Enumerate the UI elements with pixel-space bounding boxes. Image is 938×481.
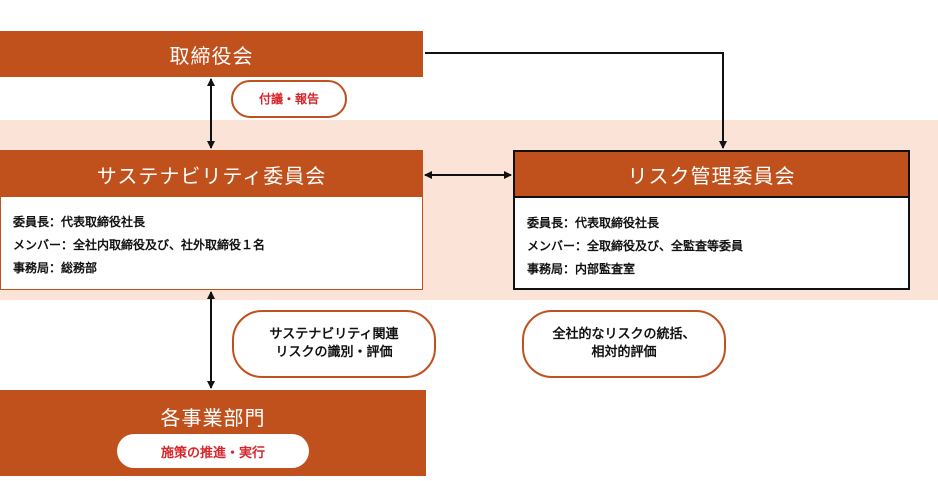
sustainability-risk-pill: サステナビリティ関連 リスクの識別・評価 <box>232 310 436 378</box>
sustainability-secretariat: 事務局：総務部 <box>13 261 98 275</box>
risk-committee-title: リスク管理委員会 <box>627 163 796 188</box>
sustainability-committee-header: サステナビリティ委員会 <box>1 151 422 197</box>
sustainability-risk-line-1: サステナビリティ関連 <box>269 327 399 342</box>
sustainability-committee-details: 委員長：代表取締役社長 メンバー：全社内取締役及び、社外取締役１名 事務局：総務… <box>13 211 265 280</box>
risk-secretariat: 事務局：内部監査室 <box>527 262 636 276</box>
sustainability-members: メンバー：全社内取締役及び、社外取締役１名 <box>13 238 266 252</box>
sustainability-committee-box: サステナビリティ委員会 委員長：代表取締役社長 メンバー：全社内取締役及び、社外… <box>0 150 423 290</box>
company-risk-line-1: 全社的なリスクの統括、 <box>552 327 696 342</box>
risk-chair: 委員長：代表取締役社長 <box>527 216 660 230</box>
company-risk-pill: 全社的なリスクの統括、 相対的評価 <box>522 310 726 378</box>
risk-committee-header: リスク管理委員会 <box>515 152 908 198</box>
company-risk-line-2: 相対的評価 <box>591 345 657 360</box>
divisions-action-label: 施策の推進・実行 <box>160 445 265 461</box>
risk-committee-details: 委員長：代表取締役社長 メンバー：全取締役及び、全監査等委員 事務局：内部監査室 <box>527 212 743 281</box>
risk-members: メンバー：全取締役及び、全監査等委員 <box>527 239 744 253</box>
sustainability-committee-title: サステナビリティ委員会 <box>96 163 327 188</box>
sustainability-chair: 委員長：代表取締役社長 <box>13 215 146 229</box>
risk-committee-box: リスク管理委員会 委員長：代表取締役社長 メンバー：全取締役及び、全監査等委員 … <box>513 150 910 290</box>
board-link-pill: 付議・報告 <box>231 80 347 118</box>
board-link-label: 付議・報告 <box>258 92 319 106</box>
divisions-title: 各事業部門 <box>160 406 266 430</box>
sustainability-risk-line-2: リスクの識別・評価 <box>275 345 393 360</box>
board-title: 取締役会 <box>169 43 254 68</box>
board-header: 取締役会 <box>0 31 423 77</box>
divisions-action-pill: 施策の推進・実行 <box>117 434 309 468</box>
